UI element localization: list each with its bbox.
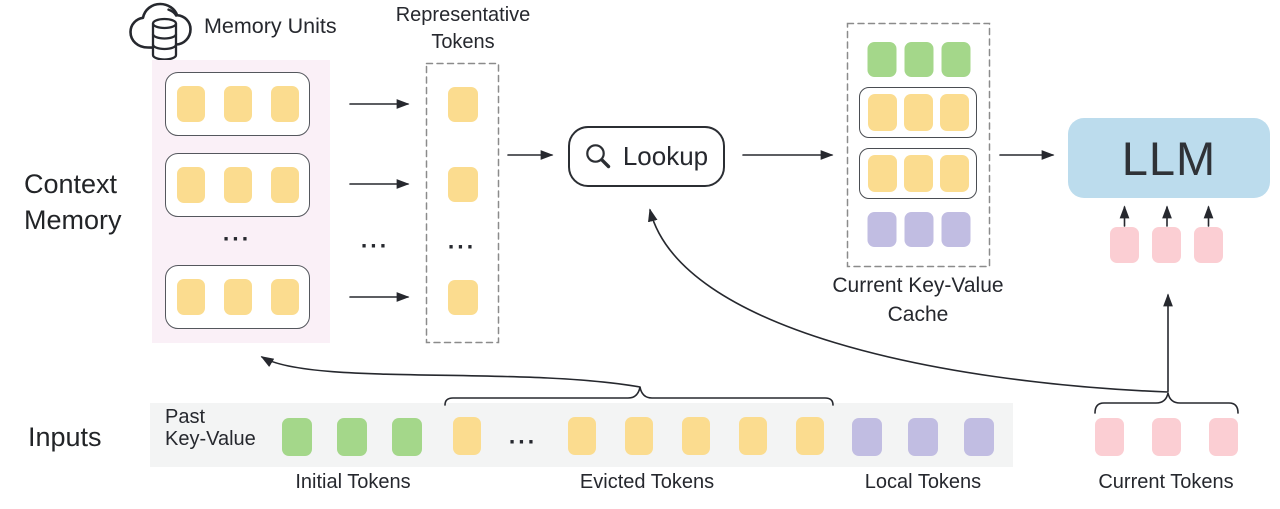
current-tokens-group bbox=[1095, 418, 1238, 456]
current-tokens-label: Current Tokens bbox=[1098, 471, 1234, 493]
evicted-token bbox=[796, 417, 824, 455]
memory-unit bbox=[165, 72, 310, 136]
cache-row-local bbox=[867, 212, 970, 247]
evicted-tokens-label: Evicted Tokens bbox=[579, 471, 715, 493]
current-token bbox=[1110, 227, 1139, 263]
lookup-label: Lookup bbox=[622, 141, 709, 171]
memory-key-value-token bbox=[223, 279, 252, 315]
memory-key-value-token bbox=[270, 279, 299, 315]
representative-tokens-title-line1: Representative bbox=[395, 4, 531, 26]
local-token bbox=[867, 212, 896, 247]
representative-tokens-title-line2: Tokens bbox=[431, 31, 495, 53]
llm-label: LLM bbox=[1121, 131, 1217, 185]
retrieved-memory-token bbox=[867, 94, 897, 131]
representative-token bbox=[447, 87, 478, 122]
flow-ellipsis: ... bbox=[360, 226, 390, 253]
representative-tokens-box: ... bbox=[426, 63, 499, 343]
retrieved-memory-token bbox=[903, 155, 933, 192]
local-token bbox=[941, 212, 970, 247]
context-memory-box: ... bbox=[152, 60, 330, 343]
cache-row-memory-unit bbox=[859, 87, 977, 138]
context-memory-title-line1: Context bbox=[24, 169, 118, 199]
initial-token bbox=[282, 418, 312, 456]
representative-token-slot bbox=[426, 167, 499, 202]
representative-token-slot bbox=[426, 280, 499, 315]
representative-token-slot bbox=[426, 87, 499, 122]
past-kv-label: Past Key-Value bbox=[165, 406, 256, 450]
lookup-button: Lookup bbox=[568, 126, 725, 187]
local-token bbox=[904, 212, 933, 247]
retrieved-memory-token bbox=[867, 155, 897, 192]
inputs-title: Inputs bbox=[28, 422, 102, 452]
current-token bbox=[1152, 418, 1181, 456]
memory-key-value-token bbox=[223, 86, 252, 122]
past-kv-label-line2: Key-Value bbox=[165, 428, 256, 450]
memory-key-value-token bbox=[176, 86, 205, 122]
current-kv-cache-label-line2: Cache bbox=[887, 303, 949, 326]
memory-unit bbox=[165, 153, 310, 217]
representative-token bbox=[447, 280, 478, 315]
current-token bbox=[1209, 418, 1238, 456]
memory-key-value-token bbox=[176, 279, 205, 315]
current-kv-cache-label: Current Key-Value Cache bbox=[818, 271, 1018, 329]
current-kv-cache-box bbox=[847, 23, 990, 267]
memory-key-value-token bbox=[270, 86, 299, 122]
search-icon bbox=[586, 144, 611, 169]
memory-units-ellipsis: ... bbox=[222, 219, 252, 246]
memory-key-value-token bbox=[270, 167, 299, 203]
evicted-tokens-ellipsis: ... bbox=[508, 422, 538, 449]
context-memory-title-line2: Memory bbox=[24, 205, 122, 235]
current-kv-cache-label-line1: Current Key-Value bbox=[832, 274, 1004, 297]
context-memory-title: Context Memory bbox=[24, 166, 122, 238]
current-token bbox=[1194, 227, 1223, 263]
evicted-token-lead bbox=[453, 417, 481, 455]
llm-input-tokens bbox=[1110, 227, 1223, 263]
representative-tokens-title: Representative Tokens bbox=[383, 2, 543, 56]
initial-token bbox=[392, 418, 422, 456]
local-token bbox=[964, 418, 994, 456]
current-token bbox=[1152, 227, 1181, 263]
memory-unit bbox=[165, 265, 310, 329]
initial-token bbox=[941, 42, 970, 77]
evicted-token bbox=[568, 417, 596, 455]
local-token bbox=[908, 418, 938, 456]
memory-key-value-token bbox=[223, 167, 252, 203]
past-kv-label-line1: Past bbox=[165, 406, 206, 428]
initial-token bbox=[904, 42, 933, 77]
memory-cloud-database-icon bbox=[129, 2, 192, 61]
evicted-token bbox=[739, 417, 767, 455]
llm-box: LLM bbox=[1068, 118, 1270, 198]
initial-token bbox=[337, 418, 367, 456]
local-tokens-group bbox=[852, 418, 994, 456]
evicted-token bbox=[682, 417, 710, 455]
current-token bbox=[1095, 418, 1124, 456]
retrieved-memory-token bbox=[939, 155, 969, 192]
local-tokens-label: Local Tokens bbox=[864, 471, 982, 493]
representative-tokens-ellipsis: ... bbox=[447, 227, 477, 254]
curve-evicted-to-context-memory bbox=[260, 356, 641, 388]
evicted-token bbox=[453, 417, 481, 455]
representative-token bbox=[447, 167, 478, 202]
local-token bbox=[852, 418, 882, 456]
evicted-tokens-group bbox=[568, 417, 824, 455]
cache-row-initial bbox=[867, 42, 970, 77]
evicted-token bbox=[625, 417, 653, 455]
initial-tokens-group bbox=[282, 418, 422, 456]
cache-row-memory-unit bbox=[859, 148, 977, 199]
initial-tokens-label: Initial Tokens bbox=[295, 471, 411, 493]
retrieved-memory-token bbox=[939, 94, 969, 131]
initial-token bbox=[867, 42, 896, 77]
memory-units-label: Memory Units bbox=[204, 14, 337, 38]
retrieved-memory-token bbox=[903, 94, 933, 131]
memory-key-value-token bbox=[176, 167, 205, 203]
bracket-current-tokens bbox=[1094, 392, 1239, 414]
